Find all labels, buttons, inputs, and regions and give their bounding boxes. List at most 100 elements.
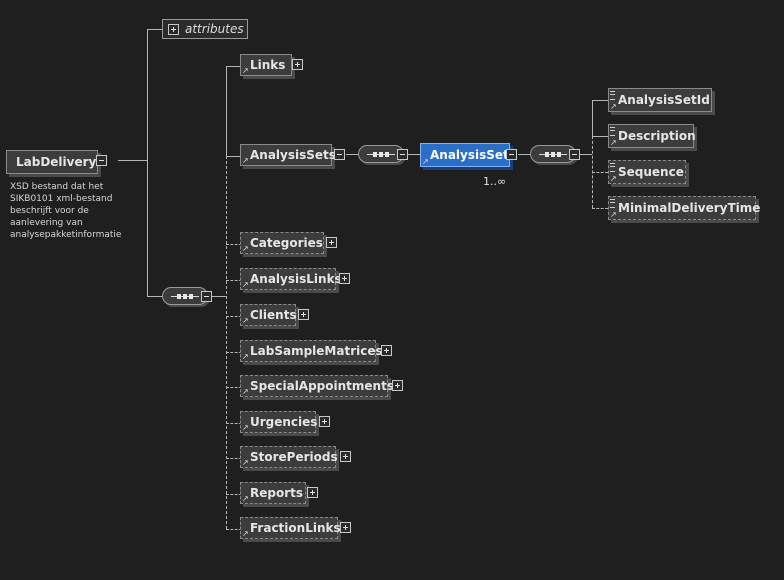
connector: [226, 423, 242, 424]
connector: [226, 66, 227, 156]
reference-arrow-icon: ↗: [242, 244, 249, 253]
element-analysisset[interactable]: ↗ AnalysisSet: [420, 143, 510, 167]
element-label: SpecialAppointments: [250, 379, 394, 393]
sequence-compositor-icon: [162, 287, 208, 305]
element-minimaldeliverytime[interactable]: ↗ MinimalDeliveryTime: [608, 196, 760, 220]
connector: [226, 156, 242, 157]
connector: [226, 387, 242, 388]
connector: [592, 172, 608, 173]
connector: [210, 296, 226, 297]
expand-plus-icon[interactable]: [340, 522, 351, 533]
element-analysissetid[interactable]: ↗ AnalysisSetId: [608, 88, 712, 112]
element-label: Description: [618, 129, 696, 143]
leaf-element-icon: [610, 91, 615, 100]
attributes-label: attributes: [185, 22, 244, 36]
reference-arrow-icon: ↗: [242, 352, 249, 361]
element-label: Clients: [250, 308, 297, 322]
collapse-minus-icon[interactable]: [569, 149, 580, 160]
connector: [147, 29, 148, 296]
cardinality-label: 1..∞: [483, 175, 507, 188]
sequence-compositor-icon: [530, 145, 576, 163]
connector: [226, 244, 242, 245]
connector: [226, 529, 242, 530]
element-analysissets[interactable]: ↗ AnalysisSets: [240, 144, 336, 166]
root-element-label: LabDelivery: [16, 155, 97, 169]
collapse-minus-icon[interactable]: [334, 149, 345, 160]
connector: [592, 208, 608, 209]
connector: [226, 316, 242, 317]
element-label: AnalysisSetId: [618, 93, 710, 107]
element-clients[interactable]: ↗ Clients: [240, 304, 297, 326]
element-labsamplematrices[interactable]: ↗ LabSampleMatrices: [240, 340, 383, 362]
element-label: AnalysisLinks: [250, 272, 342, 286]
expand-plus-icon[interactable]: [307, 487, 318, 498]
element-label: Sequence: [618, 165, 684, 179]
element-links[interactable]: ↗ Links: [240, 54, 292, 76]
expand-plus-icon[interactable]: [298, 309, 309, 320]
expand-plus-icon[interactable]: [319, 416, 330, 427]
expand-plus-icon[interactable]: [339, 273, 350, 284]
reference-arrow-icon: ↗: [242, 156, 249, 165]
element-description[interactable]: ↗ Description: [608, 124, 696, 148]
element-sequence[interactable]: ↗ Sequence: [608, 160, 686, 184]
collapse-minus-icon[interactable]: [506, 149, 517, 160]
element-fractionlinks[interactable]: ↗ FractionLinks: [240, 517, 341, 539]
expand-plus-icon[interactable]: [292, 59, 303, 70]
reference-arrow-icon: ↗: [242, 280, 249, 289]
connector: [518, 154, 530, 155]
element-analysislinks[interactable]: ↗ AnalysisLinks: [240, 268, 342, 290]
reference-arrow-icon: ↗: [242, 316, 249, 325]
element-label: AnalysisSets: [250, 148, 336, 162]
connector: [592, 136, 608, 137]
element-categories[interactable]: ↗ Categories: [240, 232, 324, 254]
connector: [226, 352, 242, 353]
doc-line: XSD bestand dat het: [10, 182, 104, 192]
collapse-minus-icon[interactable]: [96, 155, 107, 166]
collapse-minus-icon[interactable]: [201, 291, 212, 302]
expand-plus-icon[interactable]: [340, 451, 351, 462]
element-label: Urgencies: [250, 415, 318, 429]
doc-line: SIKB0101 xml-bestand: [10, 194, 113, 204]
sequence-compositor-icon: [358, 145, 404, 163]
reference-arrow-icon: ↗: [422, 157, 429, 166]
connector: [592, 100, 593, 136]
collapse-minus-icon[interactable]: [397, 149, 408, 160]
reference-arrow-icon: ↗: [242, 66, 249, 75]
element-label: Reports: [250, 486, 304, 500]
element-label: StorePeriods: [250, 450, 338, 464]
connector: [346, 154, 358, 155]
leaf-element-icon: [610, 163, 615, 172]
expand-plus-icon[interactable]: [168, 24, 179, 35]
element-label: Links: [250, 58, 286, 72]
reference-arrow-icon: ↗: [242, 494, 249, 503]
root-documentation: XSD bestand dat het SIKB0101 xml-bestand…: [10, 181, 121, 241]
doc-line: beschrijft voor de: [10, 206, 89, 216]
connector: [147, 29, 163, 30]
element-specialappointments[interactable]: ↗ SpecialAppointments: [240, 375, 394, 397]
doc-line: analysepakketinformatie: [10, 230, 122, 240]
connector: [592, 100, 608, 101]
element-reports[interactable]: ↗ Reports: [240, 482, 306, 504]
connector: [226, 458, 242, 459]
expand-plus-icon[interactable]: [326, 237, 337, 248]
connector: [118, 160, 147, 161]
connector: [226, 494, 242, 495]
root-element[interactable]: LabDelivery: [6, 150, 98, 174]
element-label: LabSampleMatrices: [250, 344, 383, 358]
reference-arrow-icon: ↗: [242, 387, 249, 396]
element-label: AnalysisSet: [430, 148, 509, 162]
reference-arrow-icon: ↗: [242, 458, 249, 467]
attributes-box[interactable]: attributes: [162, 19, 248, 39]
element-label: FractionLinks: [250, 521, 341, 535]
element-urgencies[interactable]: ↗ Urgencies: [240, 411, 318, 433]
expand-plus-icon[interactable]: [392, 380, 403, 391]
element-label: Categories: [250, 236, 323, 250]
element-storeperiods[interactable]: ↗ StorePeriods: [240, 446, 338, 468]
doc-line: aanlevering van: [10, 218, 83, 228]
reference-arrow-icon: ↗: [610, 138, 617, 147]
leaf-element-icon: [610, 199, 615, 208]
expand-plus-icon[interactable]: [381, 345, 392, 356]
reference-arrow-icon: ↗: [610, 174, 617, 183]
connector: [226, 280, 242, 281]
